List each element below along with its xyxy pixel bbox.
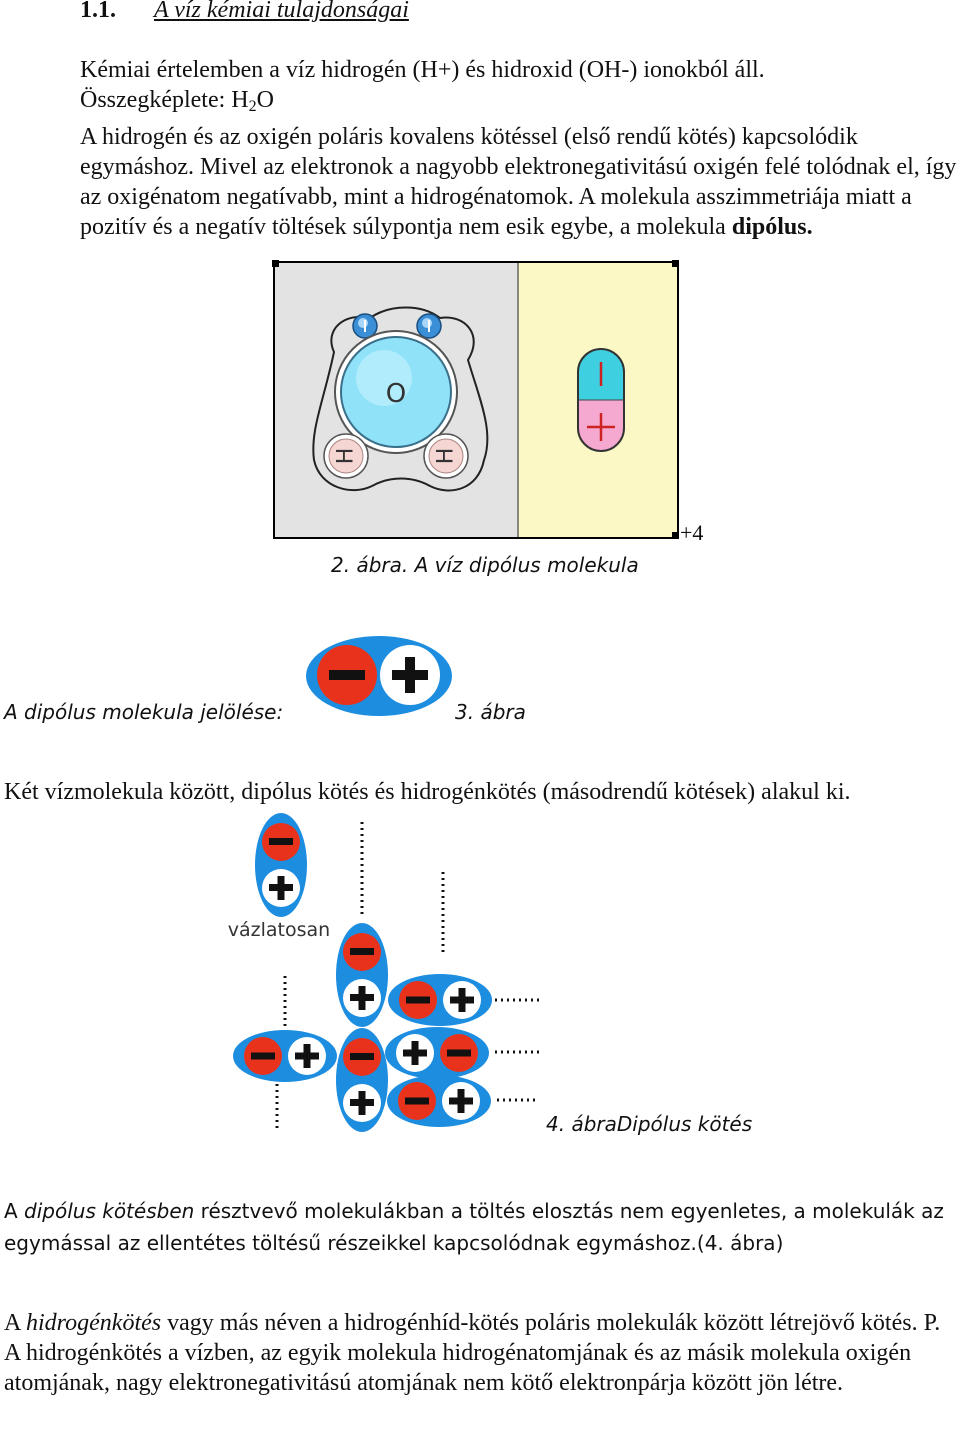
formula-subscript: 2	[248, 98, 257, 115]
sketch-label: vázlatosan	[228, 919, 330, 941]
oxygen-highlight	[356, 350, 412, 406]
dipole-molecule	[336, 1028, 388, 1132]
dipole-molecule	[388, 974, 492, 1026]
section-heading: 1.1. A víz kémiai tulajdonságai	[80, 0, 409, 24]
dipole-capsule-outline	[577, 348, 625, 452]
hydrogen-label: H	[334, 448, 359, 465]
dotted-lines	[275, 822, 539, 1132]
dipole-molecule	[255, 813, 307, 917]
section-number: 1.1.	[80, 0, 116, 23]
section-title: A víz kémiai tulajdonságai	[154, 0, 409, 23]
bonds-sentence: Két vízmolekula között, dipólus kötés és…	[4, 779, 851, 805]
plus-icon-vertical	[405, 657, 415, 693]
hbond-prefix: A	[4, 1310, 27, 1336]
hydrogen-atom-icon	[328, 438, 364, 474]
dipole-molecule	[385, 1027, 489, 1079]
figure4-caption-number: 4. ábra	[546, 1112, 617, 1136]
hbond-detail: A hidrogénkötés a vízben, az egyik molek…	[4, 1340, 912, 1396]
polarity-text: A hidrogén és az oxigén poláris kovalens…	[80, 122, 960, 242]
hydrogen-label: H	[434, 448, 459, 465]
dipole-para-text: résztvevő molekulákban a töltés elosztás…	[4, 1199, 944, 1255]
dipole-para-prefix: A	[4, 1199, 25, 1223]
dipole-molecule	[336, 923, 388, 1027]
lone-pair-highlight	[358, 318, 368, 328]
lone-pair-highlight	[422, 318, 432, 328]
dipole-bond-term: dipólus kötésben	[24, 1199, 195, 1223]
polarity-text-main: A hidrogén és az oxigén poláris kovalens…	[80, 124, 957, 240]
hydrogen-atom-icon	[428, 438, 464, 474]
formula-prefix: Összegképlete: H	[80, 87, 249, 113]
intro-line: Kémiai értelemben a víz hidrogén (H+) és…	[80, 57, 765, 83]
intro-paragraph: Kémiai értelemben a víz hidrogén (H+) és…	[80, 55, 960, 242]
figure2-caption: 2. ábra. A víz dipólus molekula	[331, 553, 639, 577]
dipole-bonding-figure: vázlatosan	[228, 813, 539, 1132]
dipole-bold-word: dipólus.	[731, 214, 813, 240]
stray-label: +4	[680, 520, 704, 545]
hbond-text: vagy más néven a hidrogénhíd-kötés polár…	[161, 1310, 941, 1336]
electron-cloud-outline	[312, 306, 489, 492]
frame-handle	[272, 260, 279, 267]
frame-handle	[672, 260, 679, 267]
figure4-caption-text: Dipólus kötés	[616, 1112, 753, 1136]
oxygen-label: O	[386, 379, 406, 409]
dipole-bond-paragraph: A dipólus kötésben résztvevő molekulákba…	[4, 1195, 956, 1259]
dipole-molecule	[387, 1075, 491, 1127]
dipole-symbol	[306, 636, 452, 716]
frame-handle	[672, 532, 679, 539]
hydrogen-bond-paragraph: A hidrogénkötés vagy más néven a hidrogé…	[4, 1308, 956, 1398]
water-molecule-figure: O H H	[272, 260, 679, 539]
hydrogen-bond-term: hidrogénkötés	[26, 1310, 162, 1336]
formula-suffix: O	[256, 87, 274, 113]
figure4-caption: 4. ábraDipólus kötés	[546, 1112, 752, 1136]
formula-line: Összegképlete: H2O	[80, 85, 960, 122]
minus-icon	[329, 670, 365, 680]
dipole-molecule	[233, 1030, 337, 1082]
figure3-caption: 3. ábra	[455, 700, 526, 724]
figure3-label: A dipólus molekula jelölése:	[4, 700, 284, 724]
hbond-definition: A hidrogénkötés vagy más néven a hidrogé…	[4, 1308, 956, 1338]
